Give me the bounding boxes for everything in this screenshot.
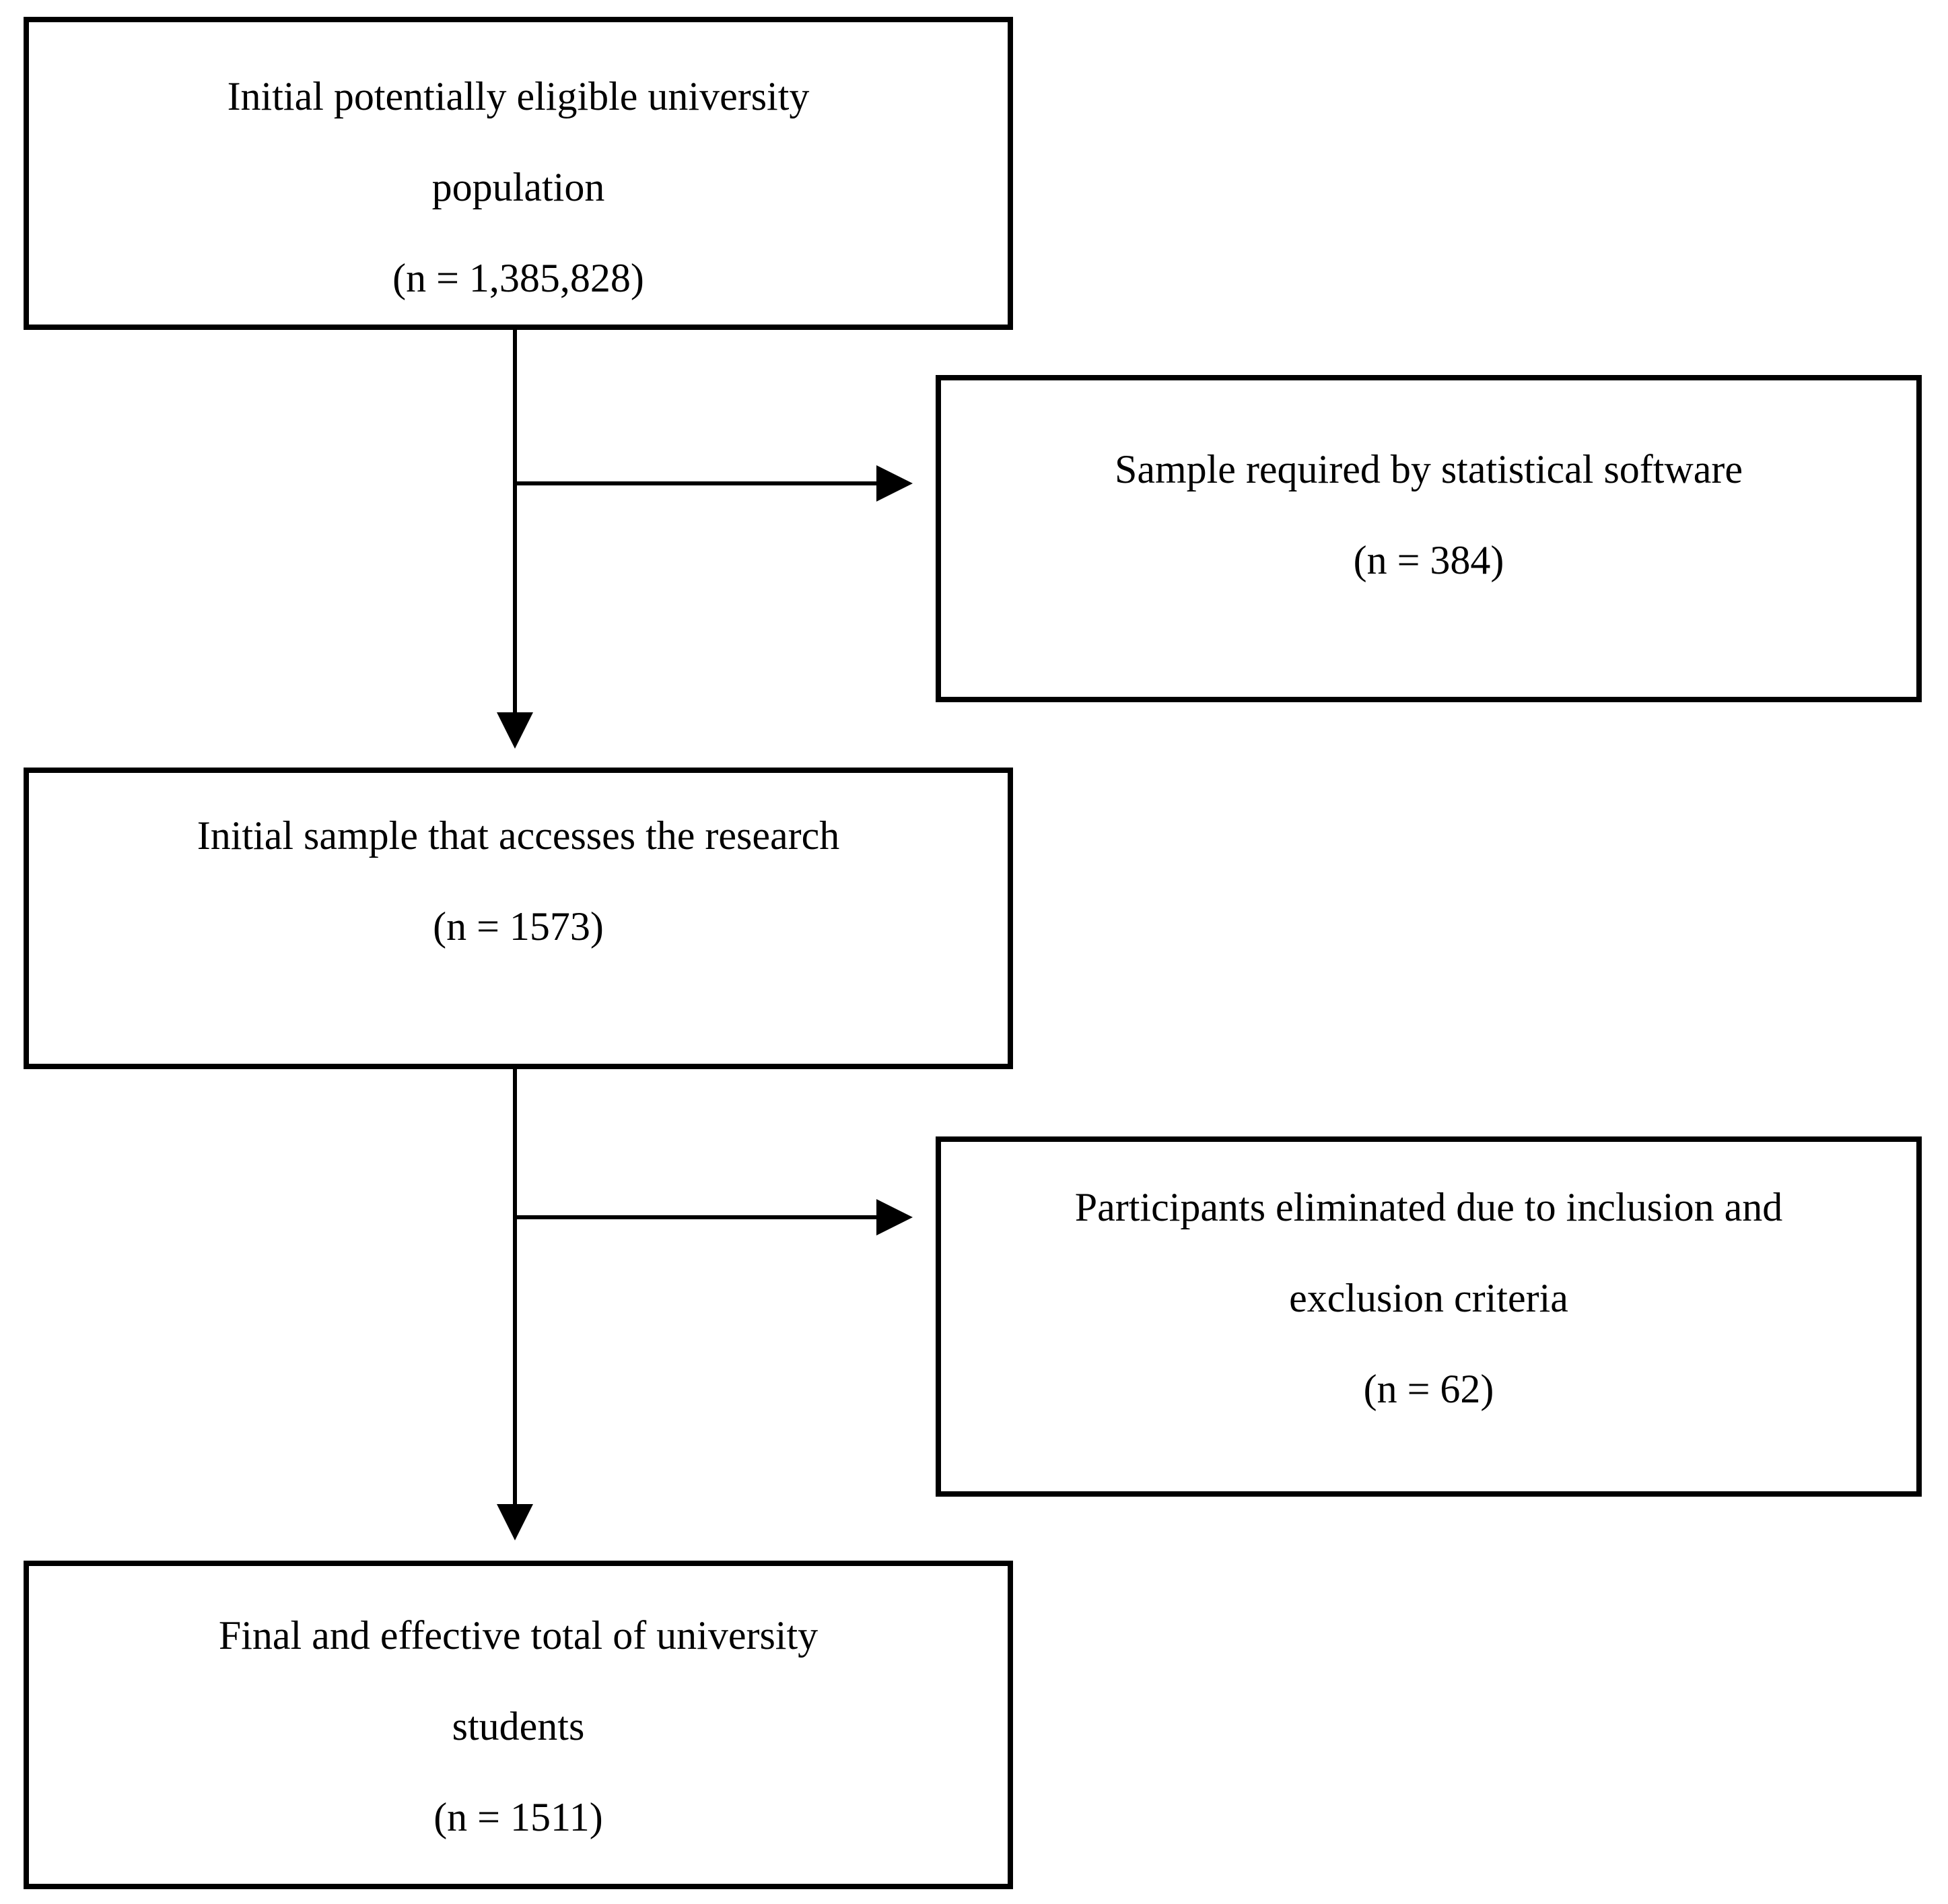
box-count-line: (n = 1,385,828) <box>392 256 644 300</box>
box-text-line: students <box>452 1704 585 1748</box>
flow-box-initial-population: Initial potentially eligible university … <box>24 17 1013 330</box>
box-text-line: Sample required by statistical software <box>1114 447 1743 491</box>
box-count-line: (n = 1511) <box>433 1795 603 1839</box>
flow-box-participants-eliminated: Participants eliminated due to inclusion… <box>936 1136 1922 1497</box>
flow-box-sample-required: Sample required by statistical software … <box>936 375 1922 702</box>
connector-line-vertical-2 <box>513 1069 517 1507</box>
box-text-line: Initial potentially eligible university <box>227 74 810 118</box>
box-text-line: population <box>431 165 605 209</box>
arrowhead-down-icon <box>497 712 533 749</box>
arrowhead-right-icon <box>876 1199 913 1235</box>
box-count-line: (n = 384) <box>1353 538 1504 582</box>
box-text-line: Initial sample that accesses the researc… <box>197 813 840 858</box>
box-text-line: Participants eliminated due to inclusion… <box>1074 1185 1783 1229</box>
connector-line-horizontal-1 <box>515 481 878 485</box>
box-count-line: (n = 1573) <box>433 904 604 949</box>
box-text-line: Final and effective total of university <box>218 1613 819 1658</box>
arrowhead-right-icon <box>876 465 913 502</box>
flow-box-initial-sample: Initial sample that accesses the researc… <box>24 768 1013 1069</box>
box-count-line: (n = 62) <box>1363 1367 1494 1411</box>
connector-line-horizontal-2 <box>515 1215 878 1219</box>
box-text-line: exclusion criteria <box>1289 1276 1568 1320</box>
arrowhead-down-icon <box>497 1504 533 1540</box>
flow-box-final-total: Final and effective total of university … <box>24 1561 1013 1889</box>
connector-line-vertical-1 <box>513 330 517 715</box>
